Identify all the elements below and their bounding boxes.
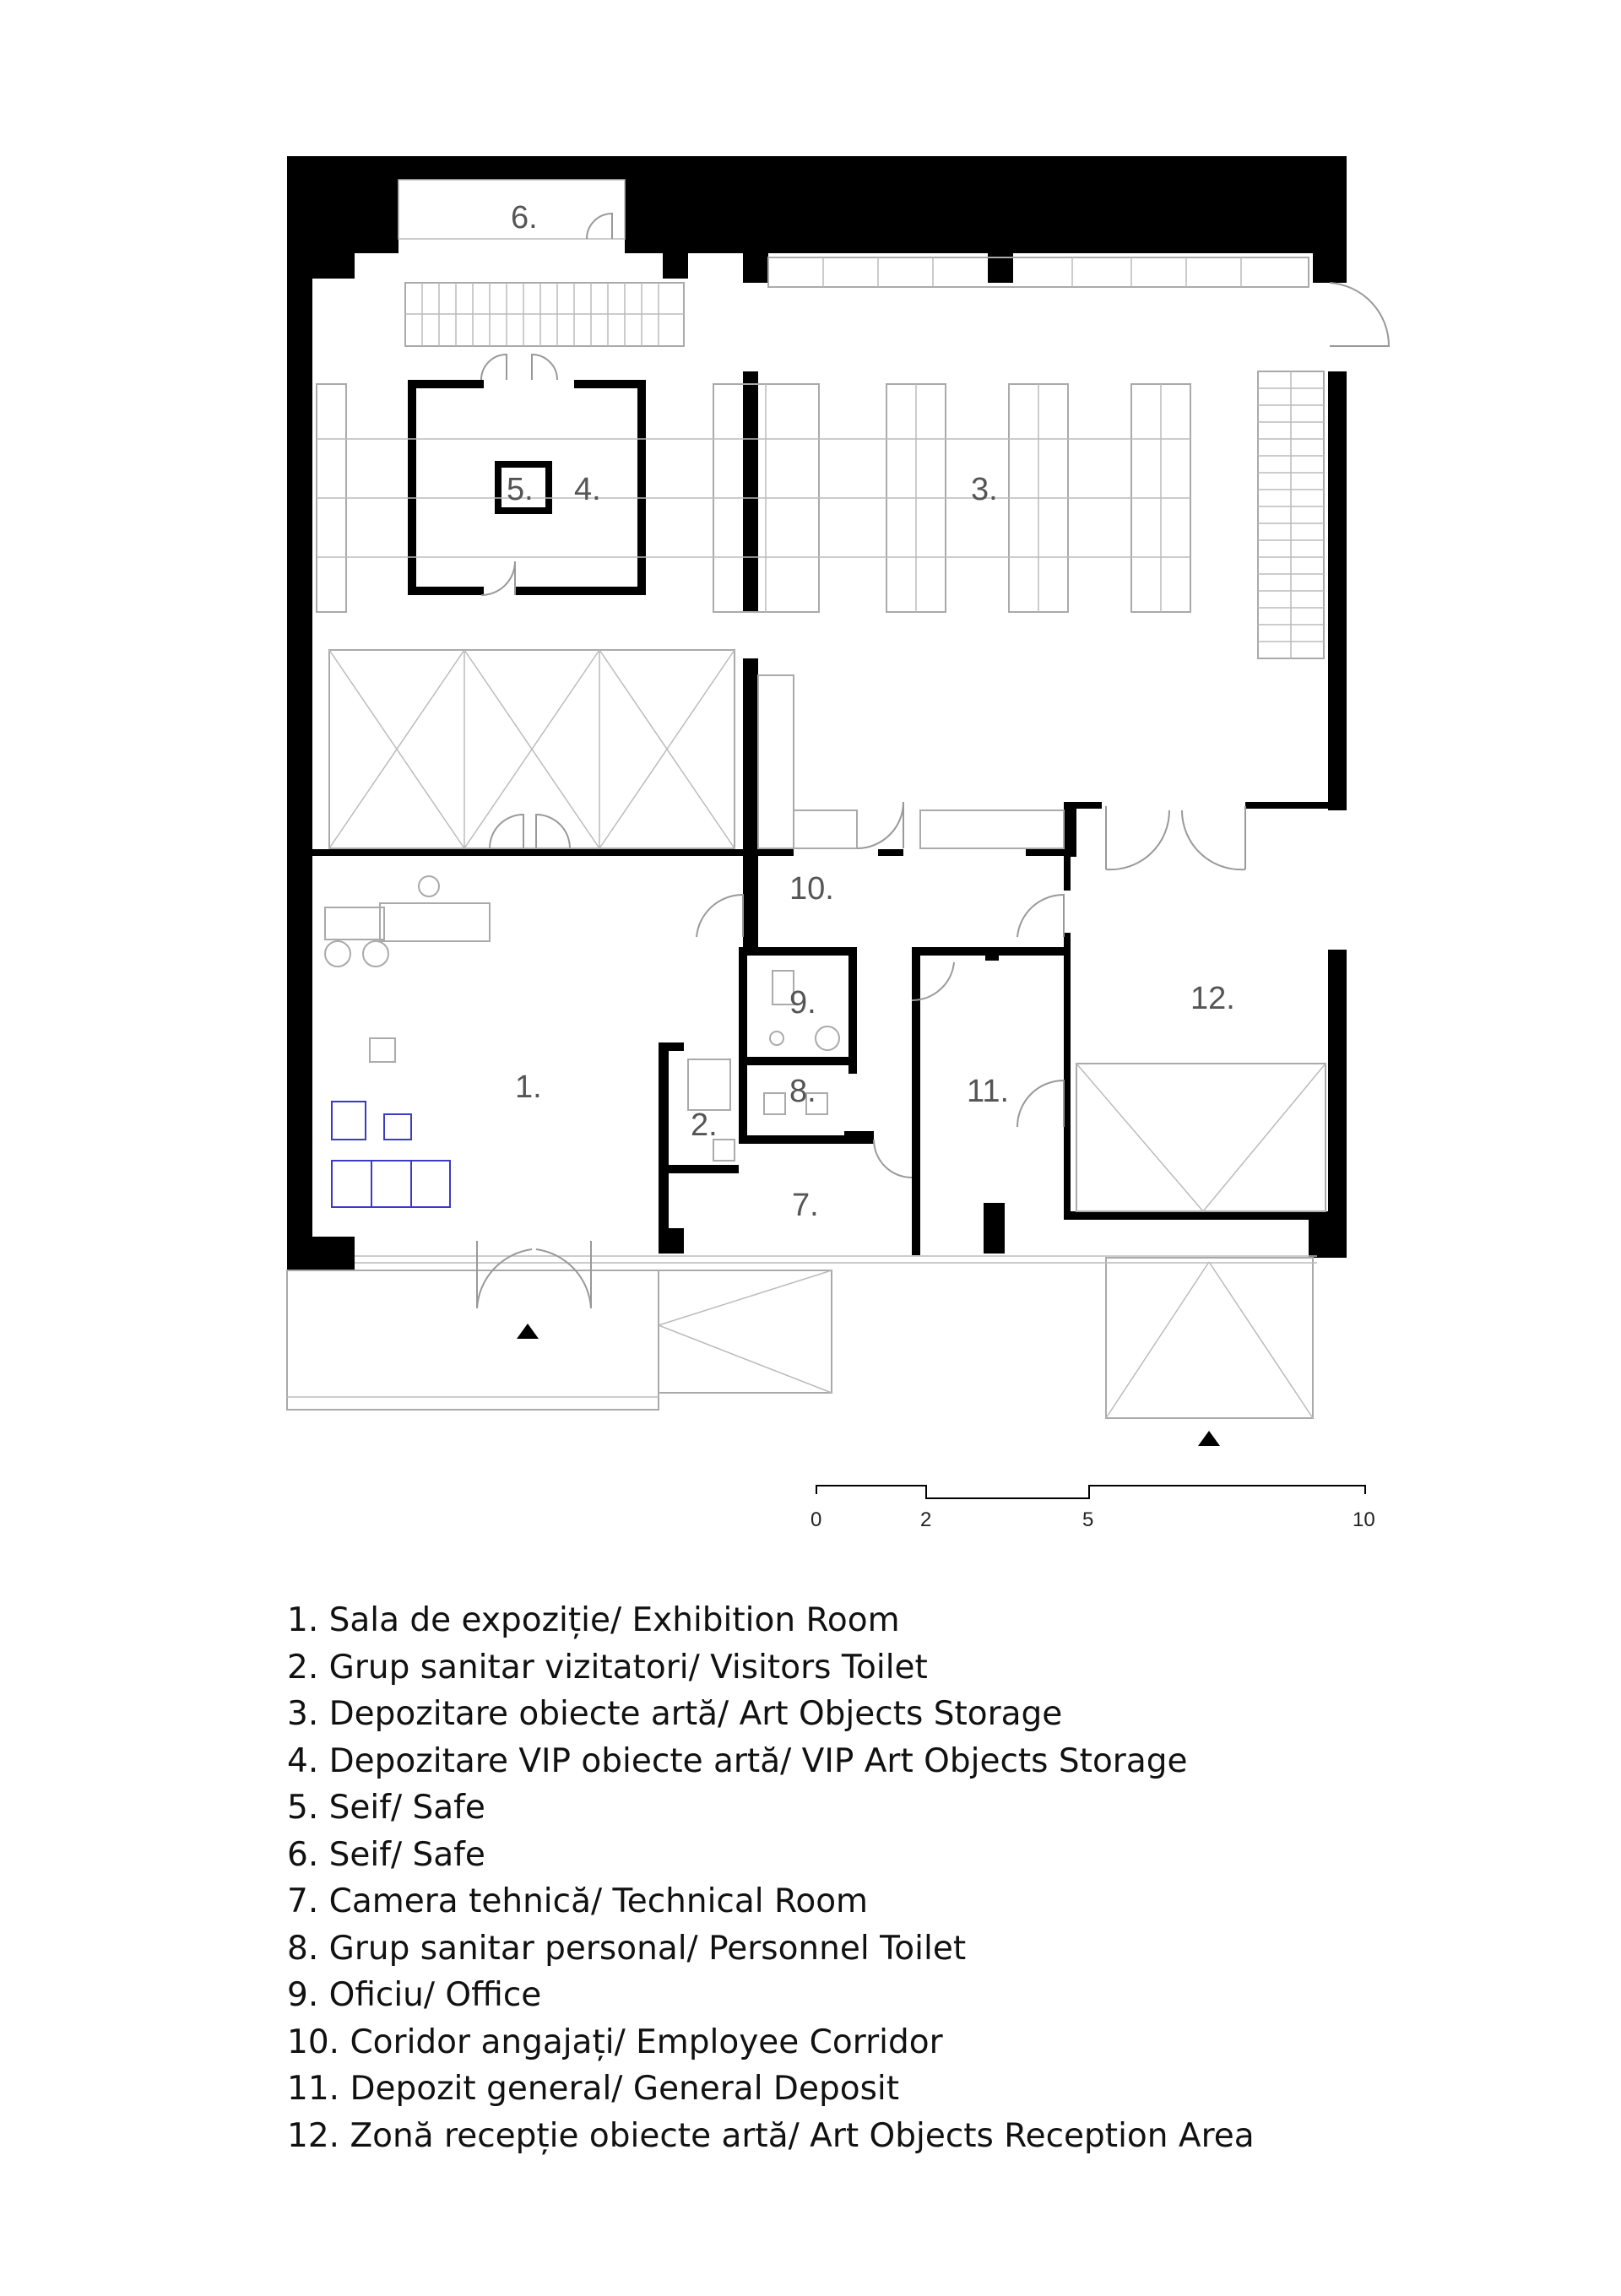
legend-item: 2. Grup sanitar vizitatori/ Visitors Toi… xyxy=(287,1648,928,1687)
room-number-labels: 6. 5. 4. 3. 10. 9. 12. 1. 8. 11. 2. 7. xyxy=(507,200,1235,1223)
legend-item: 3. Depozitare obiecte artă/ Art Objects … xyxy=(287,1695,1063,1733)
legend-item: 10. Coridor angajați/ Employee Corridor xyxy=(287,2023,943,2061)
room-label-7: 7. xyxy=(792,1188,819,1223)
legend-item: 5. Seif/ Safe xyxy=(287,1789,485,1827)
legend-item: 9. Oficiu/ Office xyxy=(287,1976,542,2014)
room-label-12: 12. xyxy=(1190,981,1235,1016)
room-label-6: 6. xyxy=(511,200,538,236)
room-label-3: 3. xyxy=(971,472,998,507)
floor-plan: 6. 5. 4. 3. 10. 9. 12. 1. 8. 11. 2. 7. 0… xyxy=(286,156,1391,1531)
entrances xyxy=(286,212,1391,1446)
room-label-5: 5. xyxy=(507,472,534,507)
room-label-1: 1. xyxy=(515,1069,542,1105)
scale-tick-10: 10 xyxy=(1353,1508,1375,1531)
room-label-4: 4. xyxy=(574,472,601,507)
legend-item: 4. Depozitare VIP obiecte artă/ VIP Art … xyxy=(287,1741,1188,1780)
legend-item: 7. Camera tehnică/ Technical Room xyxy=(287,1882,869,1920)
room-label-2: 2. xyxy=(691,1107,718,1143)
scale-tick-2: 2 xyxy=(920,1508,931,1531)
scale-tick-0: 0 xyxy=(810,1508,821,1531)
legend-item: 12. Zonă recepție obiecte artă/ Art Obje… xyxy=(287,2116,1255,2155)
room-label-9: 9. xyxy=(789,985,816,1021)
scale-bar: 0 2 5 10 xyxy=(810,1485,1375,1531)
vault-rooms xyxy=(398,179,646,595)
legend-item: 8. Grup sanitar personal/ Personnel Toil… xyxy=(287,1929,967,1968)
scale-tick-5: 5 xyxy=(1082,1508,1093,1531)
legend-item: 1. Sala de expoziție/ Exhibition Room xyxy=(287,1601,900,1639)
room-label-11: 11. xyxy=(967,1074,1009,1109)
furniture xyxy=(324,875,840,1208)
legend-item: 6. Seif/ Safe xyxy=(287,1835,485,1874)
storage-racks xyxy=(316,257,1309,849)
room-legend: 1. Sala de expoziție/ Exhibition Room 2.… xyxy=(287,1597,1553,2159)
walls xyxy=(287,156,1347,1270)
stairs xyxy=(404,282,1325,659)
legend-item: 11. Depozit general/ General Deposit xyxy=(287,2070,900,2108)
room-label-10: 10. xyxy=(789,871,834,907)
room-label-8: 8. xyxy=(789,1074,816,1109)
crossed-areas xyxy=(328,649,1326,1419)
